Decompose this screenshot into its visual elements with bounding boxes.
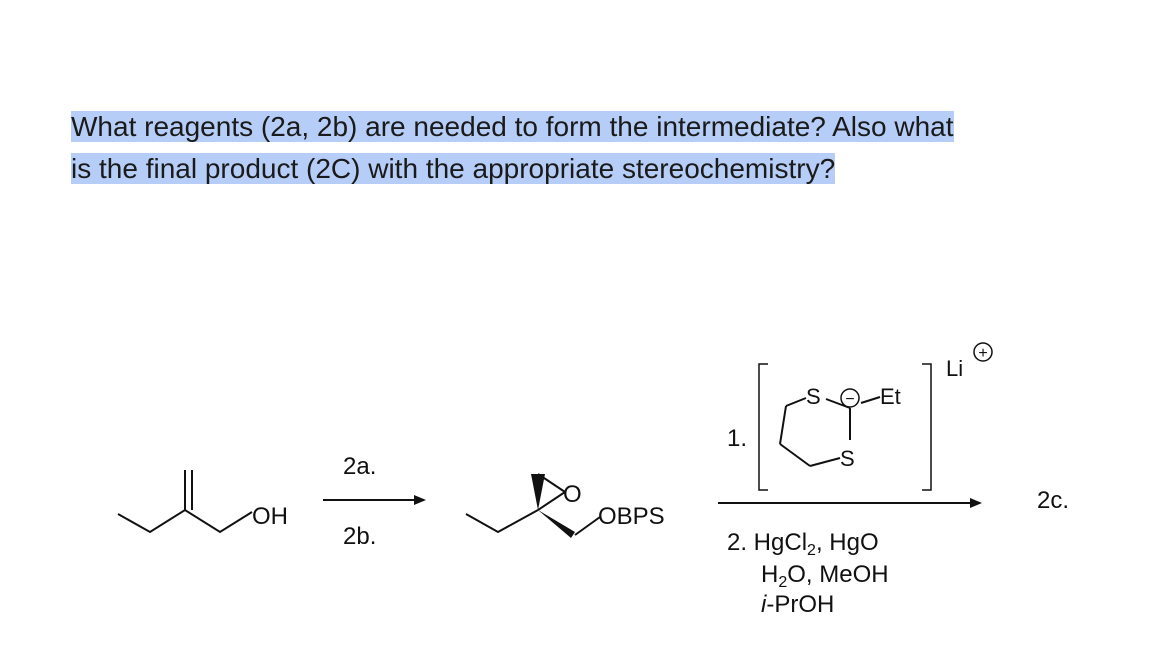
reagent-2a-label: 2a.	[343, 453, 376, 480]
question-line-1: What reagents (2a, 2b) are needed to for…	[71, 111, 954, 142]
dithiane-ring	[779, 396, 881, 467]
epoxide-intermediate	[465, 473, 601, 538]
product-2c-label: 2c.	[1037, 487, 1069, 514]
hydroxyl-label: OH	[252, 503, 288, 530]
lithium-plus-sign: +	[978, 345, 987, 362]
sulfur-bottom-label: S	[840, 446, 855, 471]
obps-label: OBPS	[598, 503, 665, 530]
reagent-2b-label: 2b.	[343, 523, 376, 550]
starting-material	[117, 470, 253, 534]
step-2-isopropanol: i-PrOH	[761, 591, 834, 618]
bracket-right	[922, 363, 932, 491]
epoxide-oxygen-label: O	[563, 481, 582, 508]
sulfur-top-label: S	[806, 384, 821, 409]
carbanion-charge	[840, 388, 860, 408]
step-2-solvents: H2O, MeOH	[761, 561, 889, 591]
lithium-label: Li	[946, 356, 963, 381]
question-text: What reagents (2a, 2b) are needed to for…	[71, 106, 1111, 190]
ethyl-label: Et	[880, 384, 901, 409]
bracket-left	[758, 363, 768, 491]
step-1-number: 1.	[727, 425, 747, 452]
step-2-reagents: 2. HgCl2, HgO	[727, 529, 879, 559]
lithium-charge	[973, 342, 993, 362]
carbanion-minus-sign: −	[845, 391, 854, 408]
question-line-2: is the final product (2C) with the appro…	[71, 153, 836, 184]
